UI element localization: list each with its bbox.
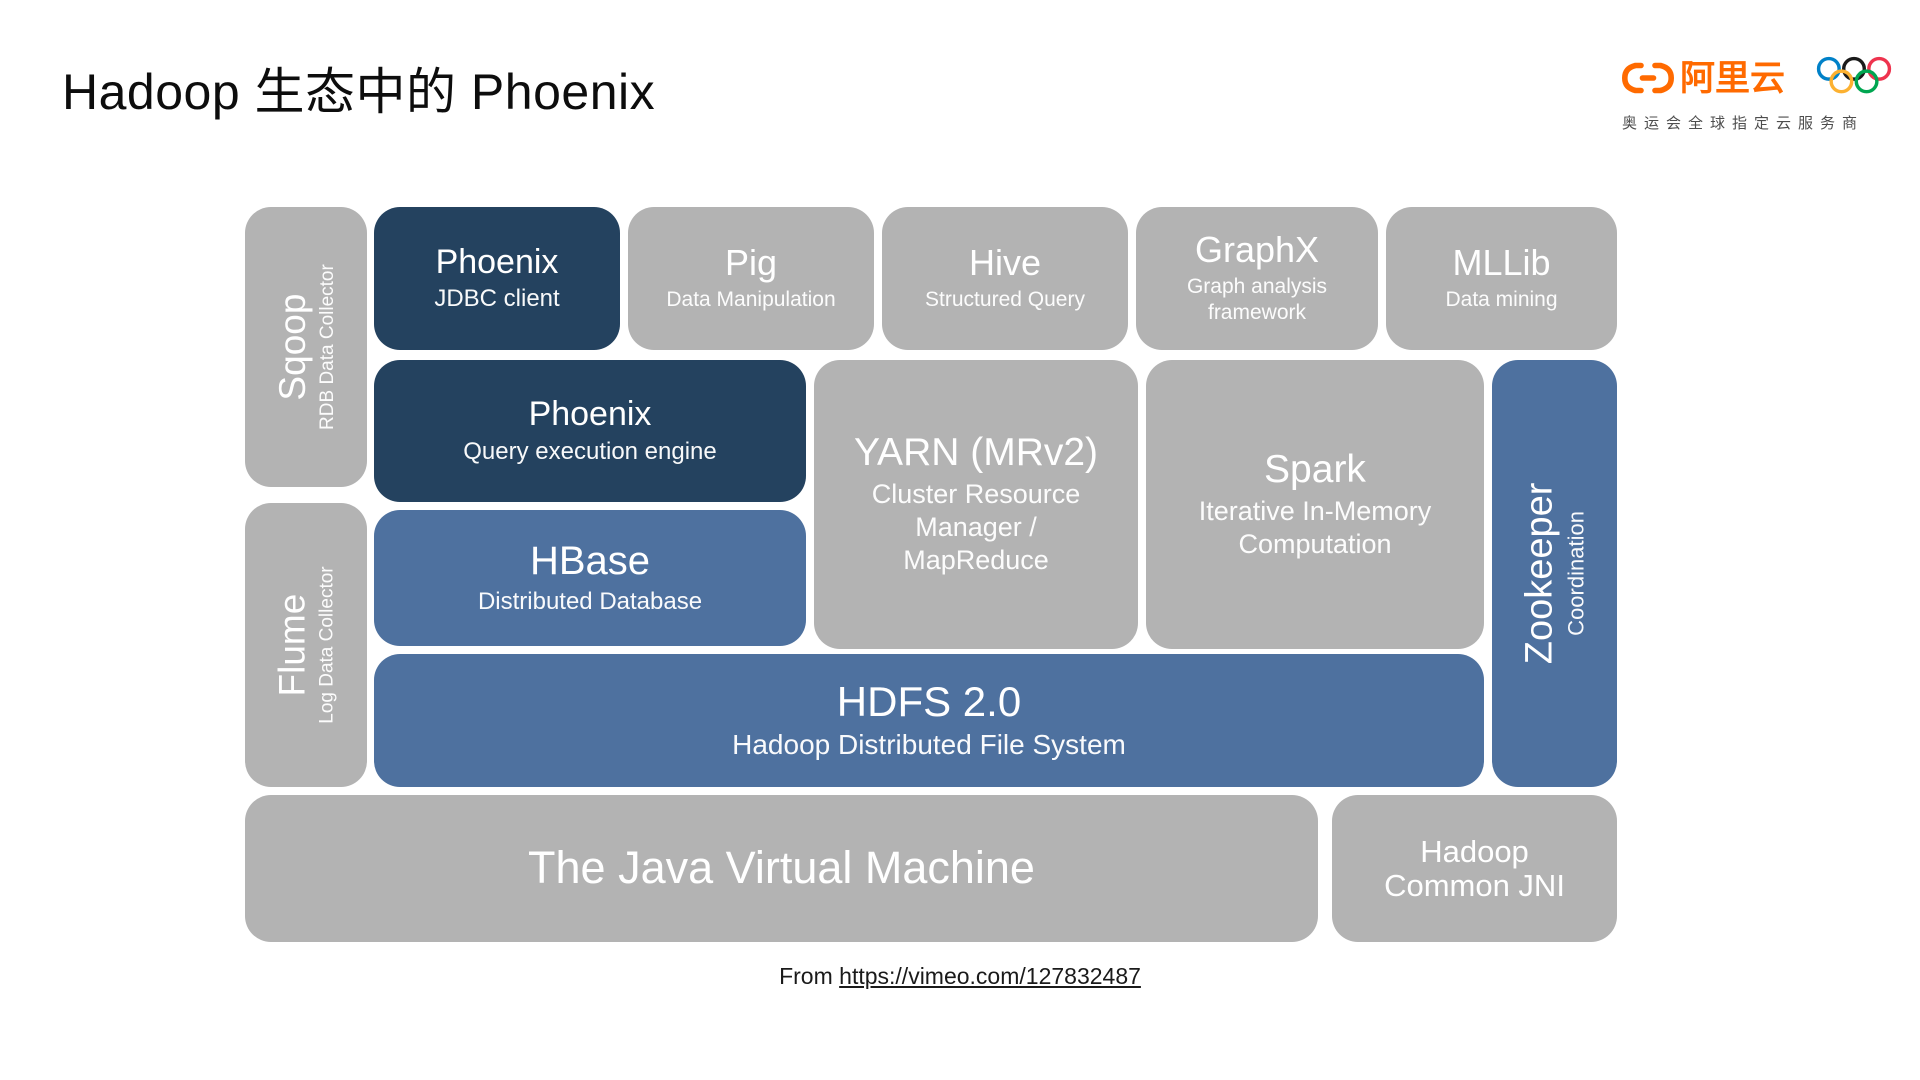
block-jvm: The Java Virtual Machine: [245, 795, 1318, 942]
block-graphx: GraphX Graph analysis framework: [1136, 207, 1378, 350]
block-label: Hadoop Common JNI: [1384, 834, 1565, 903]
block-sublabel: Data Manipulation: [666, 288, 836, 312]
block-sqoop: Sqoop RDB Data Collector: [245, 207, 367, 487]
block-label: HBase: [529, 538, 651, 583]
logo-tagline: 奥运会全球指定云服务商: [1622, 115, 1865, 132]
block-label: GraphX: [1194, 229, 1320, 271]
page-title: Hadoop 生态中的 Phoenix: [62, 64, 656, 120]
source-attribution: From https://vimeo.com/127832487: [0, 963, 1920, 990]
block-sublabel: Data mining: [1445, 288, 1558, 312]
block-mllib: MLLib Data mining: [1386, 207, 1617, 350]
block-hive: Hive Structured Query: [882, 207, 1128, 350]
block-sublabel: Iterative In-Memory Computation: [1198, 495, 1432, 559]
alibaba-cloud-mark-icon: [1622, 62, 1674, 94]
block-label: Phoenix: [435, 242, 559, 281]
block-sublabel: Cluster Resource Manager / MapReduce: [871, 479, 1081, 576]
source-prefix: From: [779, 963, 833, 989]
block-sublabel: Graph analysis framework: [1186, 275, 1328, 324]
brand-name: 阿里云: [1680, 58, 1786, 98]
block-label: Zookeeper: [1518, 482, 1561, 665]
alibaba-cloud-logo: 阿里云 奥运会全球指定云服务商: [1622, 52, 1892, 133]
block-label: Flume: [271, 593, 313, 697]
block-label: Pig: [724, 242, 778, 284]
block-label: The Java Virtual Machine: [528, 842, 1035, 894]
block-label: Sqoop: [271, 293, 313, 401]
block-label: Hive: [968, 242, 1042, 284]
block-label: HDFS 2.0: [836, 677, 1022, 725]
block-label: YARN (MRv2): [853, 431, 1099, 475]
olympic-rings-icon: [1816, 56, 1892, 94]
block-spark: Spark Iterative In-Memory Computation: [1146, 360, 1484, 649]
block-jni: Hadoop Common JNI: [1332, 795, 1617, 942]
block-sublabel: Distributed Database: [477, 587, 703, 615]
block-flume: Flume Log Data Collector: [245, 503, 367, 787]
block-sublabel: Structured Query: [925, 288, 1085, 312]
block-label: Spark: [1264, 447, 1366, 491]
block-sublabel: Hadoop Distributed File System: [732, 729, 1126, 761]
block-hbase: HBase Distributed Database: [374, 510, 806, 646]
block-sublabel: Log Data Collector: [316, 566, 338, 724]
block-yarn: YARN (MRv2) Cluster Resource Manager / M…: [814, 360, 1138, 649]
block-zookeeper: Zookeeper Coordination: [1492, 360, 1617, 787]
block-sublabel: Query execution engine: [463, 437, 717, 465]
block-sublabel: RDB Data Collector: [316, 264, 338, 430]
source-link[interactable]: https://vimeo.com/127832487: [839, 963, 1141, 989]
block-sublabel: JDBC client: [434, 285, 560, 313]
block-sublabel: Coordination: [1563, 511, 1589, 636]
block-hdfs: HDFS 2.0 Hadoop Distributed File System: [374, 654, 1484, 787]
block-phoenix-engine: Phoenix Query execution engine: [374, 360, 806, 502]
block-phoenix-jdbc: Phoenix JDBC client: [374, 207, 620, 350]
block-label: MLLib: [1452, 242, 1551, 284]
block-label: Phoenix: [528, 395, 652, 433]
block-pig: Pig Data Manipulation: [628, 207, 874, 350]
